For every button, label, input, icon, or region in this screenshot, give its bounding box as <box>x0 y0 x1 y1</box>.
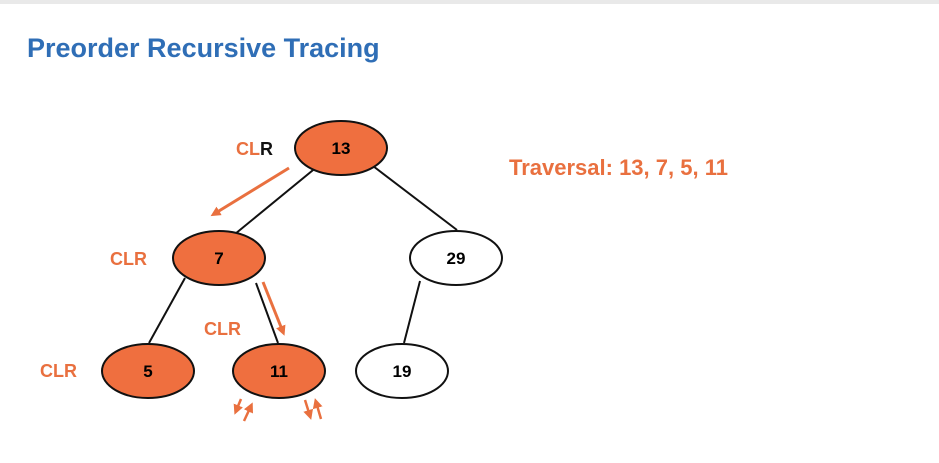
node-label: 11 <box>270 362 288 381</box>
node-circle <box>101 343 195 399</box>
clr-c: C <box>236 139 249 159</box>
node-label: 13 <box>332 139 351 158</box>
arrow-11-right-up <box>312 398 323 420</box>
leaf-return-arrows <box>233 398 323 422</box>
traversal-output: Traversal: 13, 7, 5, 11 <box>509 155 728 180</box>
clr-l: L <box>249 139 260 159</box>
clr-label-11: CLR <box>204 319 241 339</box>
node-label: 7 <box>214 249 223 268</box>
tree-node-11: 11 <box>232 343 326 399</box>
clr-r-current: R <box>260 139 273 159</box>
tree-node-19: 19 <box>355 343 449 399</box>
arrow-13-to-7 <box>210 166 290 217</box>
clr-label-13: CLR <box>236 139 273 159</box>
node-circle <box>172 230 266 286</box>
tree-node-13: 13 <box>294 120 388 176</box>
tree-node-5: 5 <box>101 343 195 399</box>
arrow-11-left-down <box>233 398 243 415</box>
edge-7-11 <box>255 282 279 344</box>
top-rule <box>0 0 939 4</box>
edge-7-5 <box>148 277 186 344</box>
tree-node-29: 29 <box>409 230 503 286</box>
node-circle <box>409 230 503 286</box>
clr-label-7: CLR <box>110 249 147 269</box>
edge-13-7 <box>234 165 319 235</box>
arrow-11-left-up <box>242 402 253 422</box>
clr-label-5: CLR <box>40 361 77 381</box>
node-circle <box>355 343 449 399</box>
node-circle <box>232 343 326 399</box>
traversal-arrows <box>210 166 290 336</box>
node-label: 5 <box>143 362 152 381</box>
page-title: Preorder Recursive Tracing <box>27 33 380 63</box>
node-circle <box>294 120 388 176</box>
tree-node-7: 7 <box>172 230 266 286</box>
node-label: 19 <box>393 362 412 381</box>
edge-13-29 <box>372 165 458 231</box>
arrow-7-to-11 <box>261 281 286 336</box>
arrow-11-right-down <box>303 399 313 420</box>
node-label: 29 <box>447 249 466 268</box>
edge-29-19 <box>403 280 421 344</box>
tree-edges <box>148 165 458 344</box>
